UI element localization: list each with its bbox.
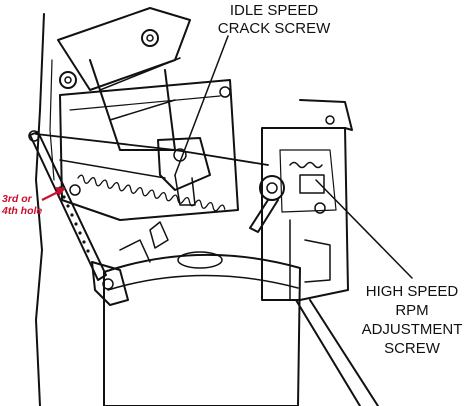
high-speed-label-line4: SCREW (384, 340, 441, 357)
right-plate (261, 99, 353, 301)
hole-label-line2: 4th hole (1, 205, 42, 217)
idle-speed-label-line2: CRACK SCREW (218, 20, 331, 37)
hole-pointer-arrowhead (55, 187, 66, 196)
high-speed-label-line3: ADJUSTMENT (362, 321, 463, 338)
intake-tube (57, 7, 191, 151)
lower-shaft (295, 299, 379, 406)
link-rod-lower (59, 159, 166, 179)
engine-frame-left (35, 13, 45, 406)
hole-label-line1: 3rd or (2, 193, 33, 205)
throttle-lever (249, 175, 285, 233)
link-rod-upper (35, 133, 269, 166)
governor-spring (77, 174, 226, 212)
carburetor-body (103, 239, 301, 406)
high-speed-label-line2: RPM (395, 302, 428, 319)
high-speed-leader-line (315, 179, 413, 279)
high-speed-label-line1: HIGH SPEED (366, 283, 459, 300)
idle-speed-leader-line (174, 35, 229, 176)
high-speed-rpm-screw (289, 161, 326, 214)
idle-speed-label-line1: IDLE SPEED (230, 2, 319, 19)
idle-speed-crack-screw (149, 137, 211, 249)
